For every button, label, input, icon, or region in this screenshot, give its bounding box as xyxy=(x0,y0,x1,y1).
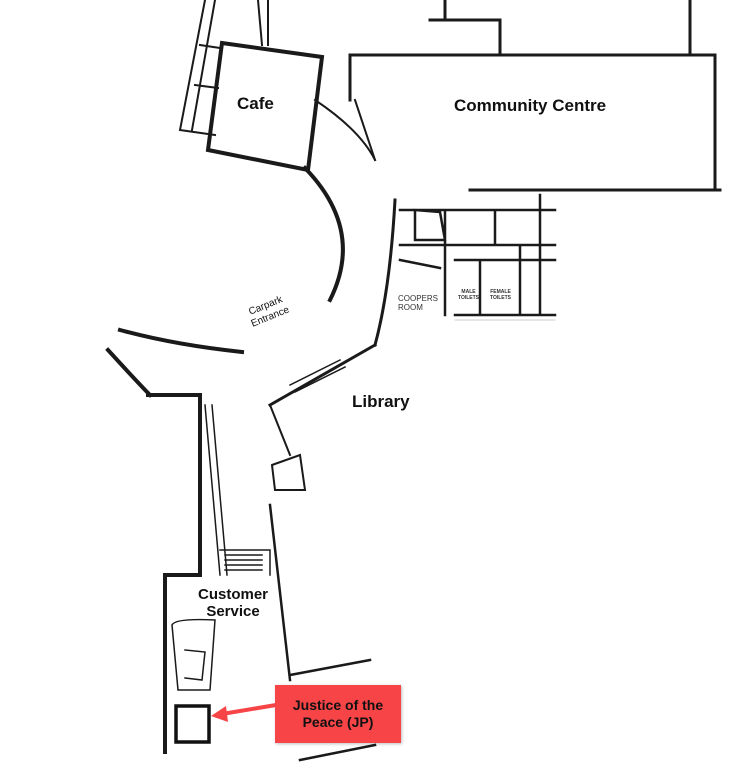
room-label-cafe: Cafe xyxy=(237,94,274,113)
corridor-left-wall xyxy=(146,393,202,754)
coopers-label-line1: COOPERS xyxy=(398,294,439,303)
room-label-female-toilets: FEMALE TOILETS xyxy=(490,289,512,302)
carpark-lower-wall xyxy=(105,327,245,398)
room-label-male-toilets: MALE TOILETS xyxy=(458,289,480,302)
male-toilets-line2: TOILETS xyxy=(458,294,480,301)
room-label-customer-service: Customer Service xyxy=(198,586,268,621)
community-centre-walls xyxy=(348,0,722,192)
customer-service-line1: Customer xyxy=(198,586,269,603)
corridor-right-wall xyxy=(268,503,377,762)
toilets-block-walls xyxy=(398,193,557,317)
jp-callout-line1: Justice of the xyxy=(292,696,384,713)
jp-callout: Justice of the Peace (JP) xyxy=(275,685,401,743)
customer-service-desk xyxy=(171,618,216,691)
entrance-curve-wall xyxy=(302,165,345,303)
library-curve-wall xyxy=(373,198,397,347)
room-label-coopers-room: COOPERS ROOM xyxy=(398,294,439,313)
cafe-outer-walls xyxy=(178,0,269,137)
jp-location-marker xyxy=(174,704,211,744)
customer-service-line2: Service xyxy=(206,603,260,621)
callout-arrow xyxy=(211,703,277,722)
room-label-community-centre: Community Centre xyxy=(454,96,607,115)
coopers-label-line2: ROOM xyxy=(398,302,423,312)
female-toilets-line2: TOILETS xyxy=(490,294,512,301)
room-label-library: Library xyxy=(352,392,410,411)
jp-callout-line2: Peace (JP) xyxy=(302,714,374,730)
male-toilets-line1: MALE xyxy=(461,289,476,295)
female-toilets-line1: FEMALE xyxy=(490,289,511,295)
